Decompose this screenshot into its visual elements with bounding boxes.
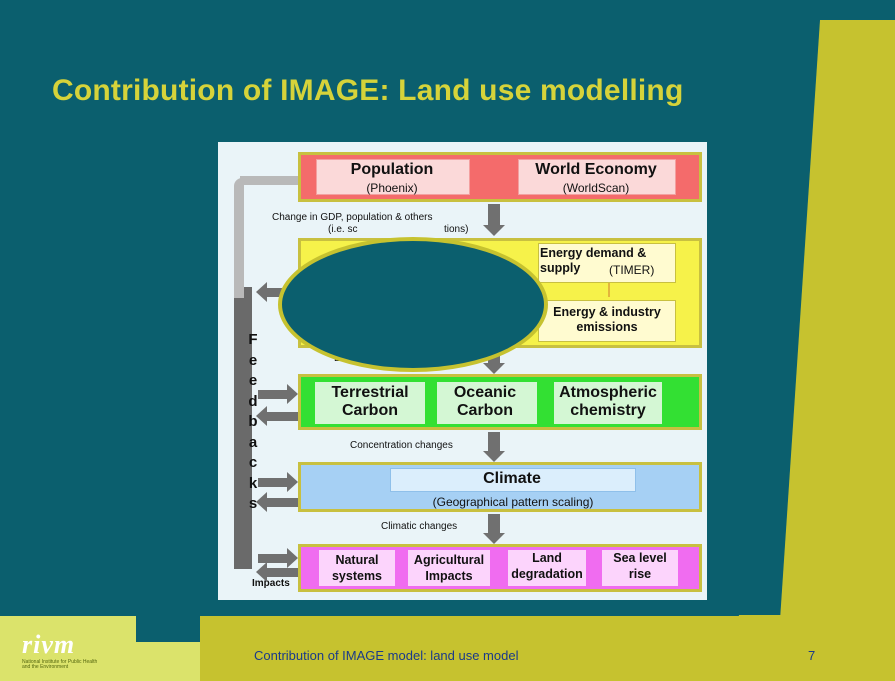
- arrow-population-down: [483, 204, 505, 236]
- feedback-arrow-climate-in: [258, 472, 298, 492]
- energy-demand-box: [538, 243, 676, 283]
- slide-title: Contribution of IMAGE: Land use modellin…: [52, 74, 684, 107]
- impact-sealevel-box: [602, 550, 678, 586]
- impact-agricultural-box: [408, 550, 490, 586]
- impact-agricultural: Agricultural Impacts: [413, 553, 485, 583]
- feedbacks-letter: d: [248, 392, 258, 410]
- feedbacks-letter: k: [248, 474, 258, 492]
- label-impacts: Impacts: [252, 578, 290, 589]
- feedbacks-letter: b: [248, 413, 258, 430]
- arrow-carbon-down: [483, 432, 505, 462]
- energy-emissions-box: [538, 300, 676, 342]
- feedback-arrow-impacts-in: [258, 548, 298, 568]
- oceanic-carbon: Oceanic Carbon: [453, 384, 517, 419]
- feedbacks-letter: e: [248, 351, 258, 369]
- rivm-logo-subtext: National Institute for Public Health and…: [22, 659, 98, 670]
- feedbacks-letter: F: [248, 331, 258, 348]
- arrow-climate-down: [483, 514, 505, 544]
- rivm-logo: rivm: [22, 630, 76, 659]
- atmospheric-box: [554, 382, 662, 424]
- terrestrial-carbon: Terrestrial Carbon: [331, 384, 409, 419]
- footer-text: Contribution of IMAGE model: land use mo…: [254, 648, 519, 663]
- feedbacks-letter: a: [248, 433, 258, 451]
- population-box: [316, 159, 470, 195]
- logo-accent: [136, 616, 200, 642]
- label-change: Change in GDP, population & others: [272, 212, 433, 223]
- feedbacks-letter: c: [248, 454, 258, 471]
- population-title: Population: [350, 161, 434, 178]
- impact-land-degradation: Land degradation: [511, 551, 583, 581]
- feedback-bar: [234, 287, 252, 569]
- atmospheric-chemistry: Atmospheric chemistry: [559, 384, 657, 419]
- terrestrial-box: [315, 382, 425, 424]
- feedbacks-letter: e: [248, 372, 258, 389]
- energy-demand-subtitle: (TIMER): [609, 263, 655, 277]
- energy-emissions-title: Energy & industry emissions: [553, 305, 661, 334]
- energy-inner-arrow: [608, 283, 610, 297]
- feedback-arrow-top: [240, 170, 310, 190]
- impact-natural-box: [319, 550, 395, 586]
- feedback-arrow-carbon-out: [256, 406, 298, 426]
- climate-subtitle: (Geographical pattern scaling): [432, 495, 594, 509]
- footer-logo-panel: rivm National Institute for Public Healt…: [0, 616, 200, 681]
- label-concentration: Concentration changes: [350, 440, 453, 451]
- footer-bar: rivm National Institute for Public Healt…: [0, 616, 895, 681]
- world-economy-title: World Economy: [535, 161, 657, 178]
- label-climatic: Climatic changes: [381, 521, 458, 532]
- feedbacks-letter: s: [248, 495, 258, 512]
- slide-top: [0, 0, 895, 20]
- energy-demand-title: Energy demand & supply: [540, 246, 647, 275]
- label-change-sub-end: tions): [444, 224, 469, 235]
- feedback-arrow-carbon-in: [258, 384, 298, 404]
- page-number: 7: [808, 648, 816, 663]
- impact-land-box: [508, 550, 586, 586]
- feedback-arrow-impacts-out: [256, 562, 298, 582]
- image-model-diagram: Population (Phoenix) World Economy (Worl…: [218, 142, 707, 600]
- population-subtitle: (Phoenix): [366, 181, 418, 195]
- world-economy-subtitle: (WorldScan): [562, 181, 630, 195]
- label-change-sub: (i.e. sc: [328, 224, 358, 235]
- climate-box: [390, 468, 636, 492]
- climate-title: Climate: [483, 470, 541, 487]
- feedback-top-bar: [234, 178, 244, 298]
- world-economy-box: [518, 159, 676, 195]
- impact-natural-systems: Natural systems: [331, 553, 383, 583]
- overlay-ellipse: [278, 237, 548, 372]
- impact-sea-level: Sea level rise: [613, 551, 667, 581]
- oceanic-box: [437, 382, 537, 424]
- feedback-arrow-climate-out: [256, 492, 298, 512]
